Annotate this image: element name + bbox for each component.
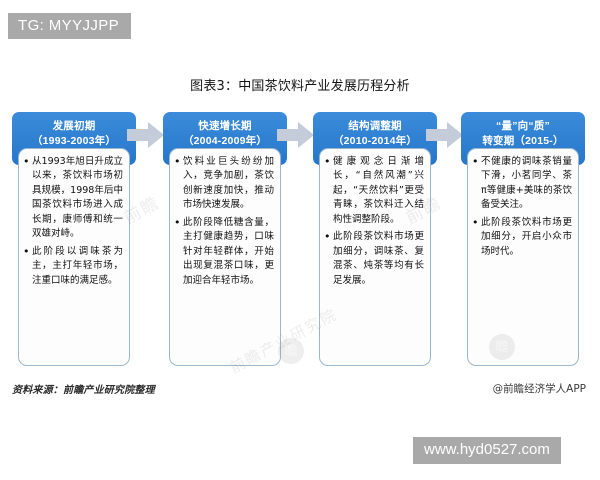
stage-card-2: 快速增长期 （2004-2009年） 饮料业巨头纷纷加入，竞争加剧，茶饮创新速度… — [163, 112, 287, 370]
list-item: 从1993年旭日升成立以来，茶饮料市场初具规模，1998年后中国茶饮料市场进入成… — [23, 154, 123, 242]
stage-body-2: 饮料业巨头纷纷加入，竞争加剧，茶饮创新速度加快，推动市场快速发展。 此阶段降低糖… — [169, 148, 281, 366]
stage-period-1: （1993-2003年） — [31, 135, 117, 148]
arrow-right-icon-2 — [277, 120, 315, 150]
stage-bullet-list-2: 饮料业巨头纷纷加入，竞争加剧，茶饮创新速度加快，推动市场快速发展。 此阶段降低糖… — [174, 154, 274, 288]
stage-card-4: “量”向“质” 转变期（2015-） 不健康的调味茶销量下滑，小茗同学、茶π等健… — [461, 112, 585, 370]
stage-body-4: 不健康的调味茶销量下滑，小茗同学、茶π等健康+美味的茶饮备受关注。 此阶段茶饮料… — [467, 148, 579, 366]
list-item: 饮料业巨头纷纷加入，竞争加剧，茶饮创新速度加快，推动市场快速发展。 — [174, 154, 274, 213]
stage-period-2: （2004-2009年） — [182, 135, 268, 148]
list-item: 不健康的调味茶销量下滑，小茗同学、茶π等健康+美味的茶饮备受关注。 — [472, 154, 572, 213]
stage-period-3: （2010-2014年） — [332, 135, 418, 148]
list-item: 此阶段以调味茶为主，主打年轻市场，注重口味的满足感。 — [23, 244, 123, 288]
stage-title-1: 发展初期 — [52, 120, 96, 132]
stage-title-4: “量”向“质” — [496, 120, 550, 132]
stage-body-1: 从1993年旭日升成立以来，茶饮料市场初具规模，1998年后中国茶饮料市场进入成… — [18, 148, 130, 366]
stage-title-2: 快速增长期 — [198, 120, 252, 132]
list-item: 此阶段降低糖含量，主打健康趋势，口味针对年轻群体，开始出现复混茶口味，更加迎合年… — [174, 215, 274, 288]
stage-card-1: 发展初期 （1993-2003年） 从1993年旭日升成立以来，茶饮料市场初具规… — [12, 112, 136, 370]
chart-title: 图表3：中国茶饮料产业发展历程分析 — [190, 79, 410, 94]
app-credit: @前瞻经济学人APP — [492, 383, 586, 395]
source-note: 资料来源：前瞻产业研究院整理 — [12, 385, 155, 396]
list-item: 健康观念日渐增长，“自然风潮”兴起，“天然饮料”更受青睐，茶饮料迁入结构性调整阶… — [324, 154, 424, 227]
arrow-right-icon-1 — [127, 120, 165, 150]
stage-bullet-list-1: 从1993年旭日升成立以来，茶饮料市场初具规模，1998年后中国茶饮料市场进入成… — [23, 154, 123, 288]
stage-period-4: 转变期（2015-） — [482, 135, 564, 148]
stage-body-3: 健康观念日渐增长，“自然风潮”兴起，“天然饮料”更受青睐，茶饮料迁入结构性调整阶… — [319, 148, 431, 366]
stage-title-3: 结构调整期 — [348, 120, 402, 132]
list-item: 此阶段茶饮料市场更加细分，开启小众市场时代。 — [472, 215, 572, 259]
list-item: 此阶段茶饮料市场更加细分，调味茶、复混茶、炖茶等均有长足发展。 — [324, 229, 424, 288]
stage-bullet-list-3: 健康观念日渐增长，“自然风潮”兴起，“天然饮料”更受青睐，茶饮料迁入结构性调整阶… — [324, 154, 424, 288]
stage-card-3: 结构调整期 （2010-2014年） 健康观念日渐增长，“自然风潮”兴起，“天然… — [313, 112, 437, 370]
url-watermark-chip: www.hyd0527.com — [413, 437, 561, 464]
timeline-flow-diagram: 发展初期 （1993-2003年） 从1993年旭日升成立以来，茶饮料市场初具规… — [0, 112, 600, 370]
arrow-right-icon-3 — [426, 120, 464, 150]
stage-bullet-list-4: 不健康的调味茶销量下滑，小茗同学、茶π等健康+美味的茶饮备受关注。 此阶段茶饮料… — [472, 154, 572, 259]
tg-tag-chip: TG: MYYJJPP — [8, 13, 132, 40]
